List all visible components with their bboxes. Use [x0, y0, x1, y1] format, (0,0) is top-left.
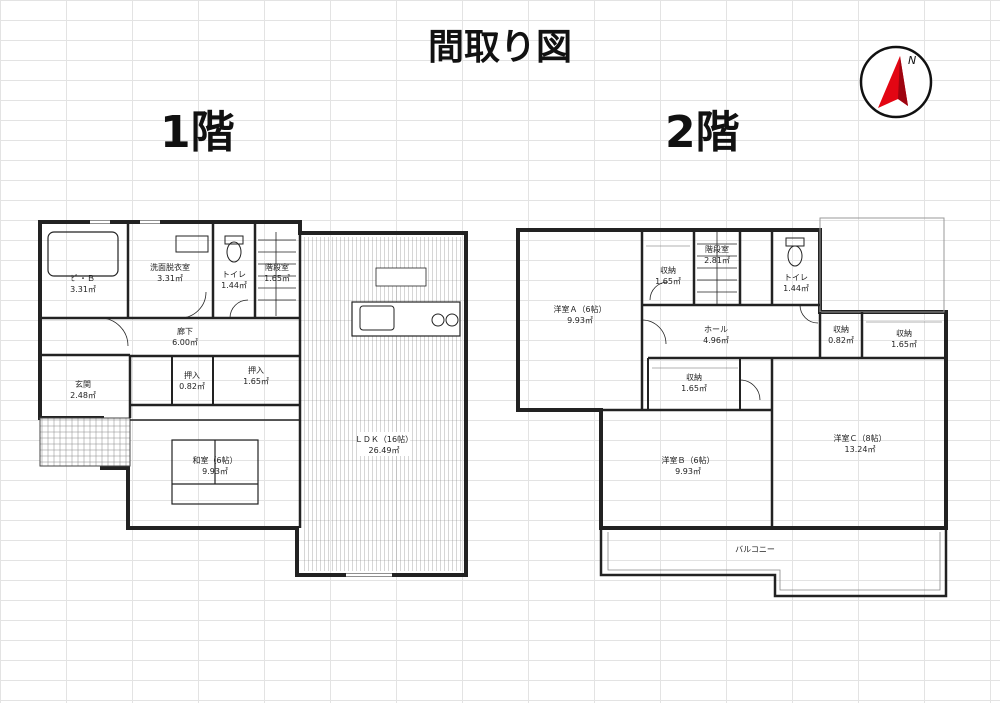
room-closet1a-name: 押入 [184, 370, 200, 380]
room-storage2b-name: 収納 [833, 324, 849, 334]
room-closet1b-size: 1.65㎡ [243, 377, 269, 386]
room-storage2c-size: 1.65㎡ [891, 340, 917, 349]
room-hall2-name: ホール [704, 325, 728, 334]
room-closet1b-name: 押入 [248, 365, 264, 375]
room-hallway-name: 廊下 [177, 326, 193, 336]
room-hall2-size: 4.96㎡ [703, 336, 729, 345]
room-western-a-name: 洋室Ａ（6帖） [553, 304, 606, 314]
room-western-a-size: 9.93㎡ [567, 316, 593, 325]
room-storage2c-name: 収納 [896, 328, 912, 338]
room-western-b-name: 洋室Ｂ（6帖） [661, 455, 714, 465]
page-title: 間取り図 [427, 27, 572, 68]
room-hallway-size: 6.00㎡ [172, 338, 198, 347]
room-stairs1-size: 1.65㎡ [264, 274, 290, 283]
room-washitsu-size: 9.93㎡ [202, 467, 228, 476]
room-washitsu-name: 和室（6帖） [192, 455, 237, 465]
room-stairs1-name: 階段室 [265, 262, 289, 272]
room-entrance-size: 2.48㎡ [70, 391, 96, 400]
room-ldk-name: ＬＤＫ（16帖） [355, 434, 413, 444]
room-storage2d-name: 収納 [686, 372, 702, 382]
floor2-plan [516, 217, 948, 598]
floor2-room-labels: 洋室Ａ（6帖） 9.93㎡ 収納 1.65㎡ 階段室 2.81㎡ トイレ 1.4… [553, 244, 916, 554]
floor1-plan [38, 220, 468, 577]
floor1-label: 1階 [160, 107, 235, 158]
ldk-label-bg [358, 432, 410, 456]
room-storage2a-name: 収納 [660, 265, 676, 275]
room-toilet1-size: 1.44㎡ [221, 281, 247, 290]
room-toilet2-name: トイレ [784, 273, 808, 282]
floor1-room-labels: ﾋﾞ・Ｂ 3.31㎡ 洗面脱衣室 3.31㎡ トイレ 1.44㎡ 階段室 1.6… [70, 262, 413, 476]
room-western-b-size: 9.93㎡ [675, 467, 701, 476]
north-compass-icon: N [859, 45, 933, 119]
room-washroom-size: 3.31㎡ [157, 274, 183, 283]
room-stairs2-size: 2.81㎡ [704, 256, 730, 265]
room-entrance-name: 玄関 [75, 379, 91, 389]
room-balcony-name: バルコニー [735, 545, 775, 554]
room-ldk-size: 26.49㎡ [369, 446, 400, 455]
room-toilet1-name: トイレ [222, 270, 246, 279]
compass-letter: N [908, 54, 916, 67]
room-closet1a-size: 0.82㎡ [179, 382, 205, 391]
room-western-c-name: 洋室Ｃ（8帖） [833, 433, 886, 443]
room-bath-name: ﾋﾞ・Ｂ [71, 274, 95, 283]
room-bath-size: 3.31㎡ [70, 285, 96, 294]
room-stairs2-name: 階段室 [705, 244, 729, 254]
floor2-label: 2階 [665, 107, 740, 158]
room-storage2b-size: 0.82㎡ [828, 336, 854, 345]
room-western-c-size: 13.24㎡ [845, 445, 876, 454]
room-washroom-name: 洗面脱衣室 [150, 262, 190, 272]
room-toilet2-size: 1.44㎡ [783, 284, 809, 293]
room-storage2d-size: 1.65㎡ [681, 384, 707, 393]
room-storage2a-size: 1.65㎡ [655, 277, 681, 286]
